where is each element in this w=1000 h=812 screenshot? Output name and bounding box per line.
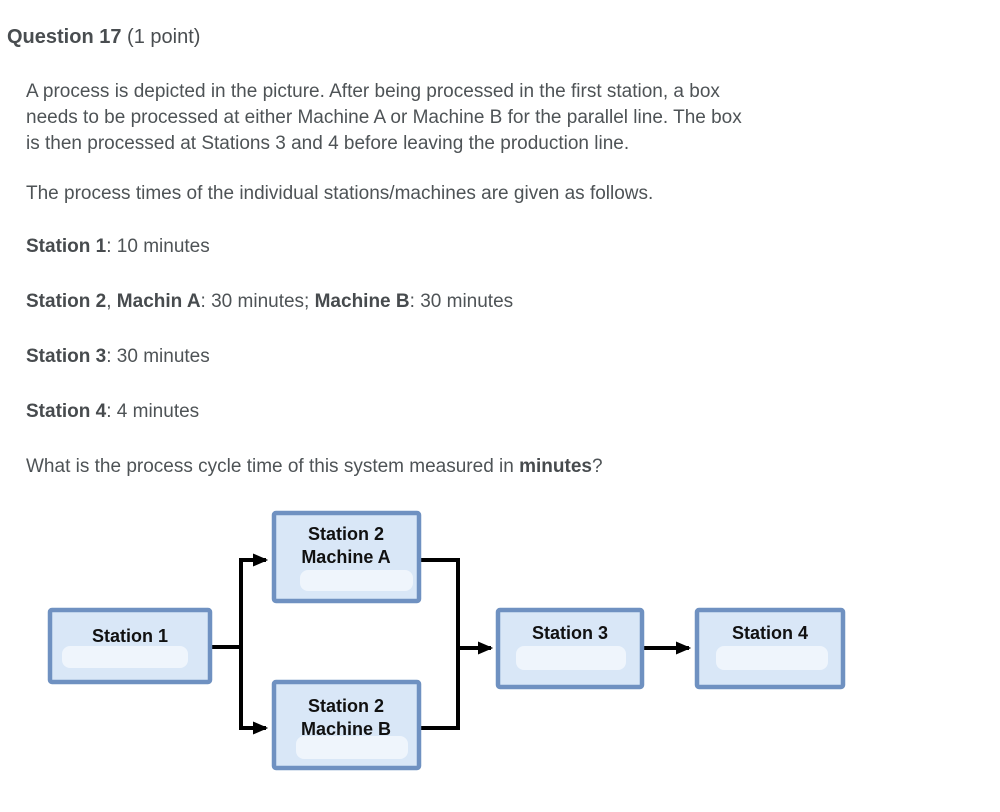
flow-diagram-svg: Station 1 Station 2 Machine A Station 2 Ma… [47, 510, 846, 771]
process-times-intro: The process times of the individual stat… [26, 183, 654, 204]
process-flow-diagram: Station 1 Station 2 Machine A Station 2 Ma… [0, 480, 1000, 787]
station2-label: Station 2 [26, 291, 107, 312]
node-station2-machine-b: Station 2 Machine B [271, 679, 422, 771]
station1-label: Station 1 [26, 236, 107, 257]
final-question-suffix: ? [591, 456, 603, 477]
question-number: Question 17 [7, 26, 122, 48]
machine-a-box-label: Station 2 Machine A [301, 524, 390, 567]
station1-time: : 10 minutes [106, 236, 210, 257]
quiz-question-page: Question 17 (1 point) A process is depic… [0, 25, 1000, 771]
question-points: (1 point) [121, 26, 201, 48]
machine-b-erased-value [296, 736, 408, 759]
machine-a-box-line2: Machine A [301, 547, 390, 567]
intro-paragraph: A process is depicted in the picture. Af… [26, 79, 1000, 157]
station3-label: Station 3 [26, 346, 107, 367]
final-question: What is the process cycle time of this s… [26, 454, 1000, 480]
station4-box-label: Station 4 [732, 623, 808, 643]
machine-b-box-label: Station 2 Machine B [301, 696, 391, 739]
question-header: Question 17 (1 point) [7, 25, 1000, 49]
station4-time: : 4 minutes [106, 401, 200, 422]
time-line-station1: Station 1: 10 minutes [26, 234, 1000, 260]
intro-line-1: A process is depicted in the picture. Af… [26, 81, 720, 102]
machine-b-box-line1: Station 2 [308, 696, 384, 716]
node-station3: Station 3 [495, 607, 645, 690]
machine-a-erased-value [300, 570, 413, 591]
station1-erased-value [62, 646, 188, 668]
station1-box-label: Station 1 [92, 626, 168, 646]
station4-erased-value [716, 646, 828, 670]
station3-erased-value [516, 646, 626, 670]
machine-a-label: Machin A [116, 291, 201, 312]
machine-a-time: : 30 minutes; [200, 291, 315, 312]
machine-b-time: : 30 minutes [409, 291, 514, 312]
node-station1: Station 1 [47, 607, 213, 685]
station3-time: : 30 minutes [106, 346, 210, 367]
node-station2-machine-a: Station 2 Machine A [271, 510, 422, 604]
station3-box-label: Station 3 [532, 623, 608, 643]
final-question-prefix: What is the process cycle time of this s… [26, 456, 520, 477]
final-question-emphasis: minutes [519, 456, 592, 477]
machine-b-label: Machine B [314, 291, 410, 312]
machine-b-box-line2: Machine B [301, 719, 391, 739]
time-line-station2: Station 2, Machin A: 30 minutes; Machine… [26, 289, 1000, 315]
node-station4: Station 4 [694, 607, 846, 690]
machine-a-box-line1: Station 2 [308, 524, 384, 544]
time-line-station3: Station 3: 30 minutes [26, 344, 1000, 370]
intro-line-2: needs to be processed at either Machine … [26, 107, 742, 128]
time-line-station4: Station 4: 4 minutes [26, 399, 1000, 425]
question-body: A process is depicted in the picture. Af… [26, 79, 1000, 480]
station2-separator: , [106, 291, 117, 312]
intro-line-3: is then processed at Stations 3 and 4 be… [26, 133, 630, 154]
station4-label: Station 4 [26, 401, 107, 422]
